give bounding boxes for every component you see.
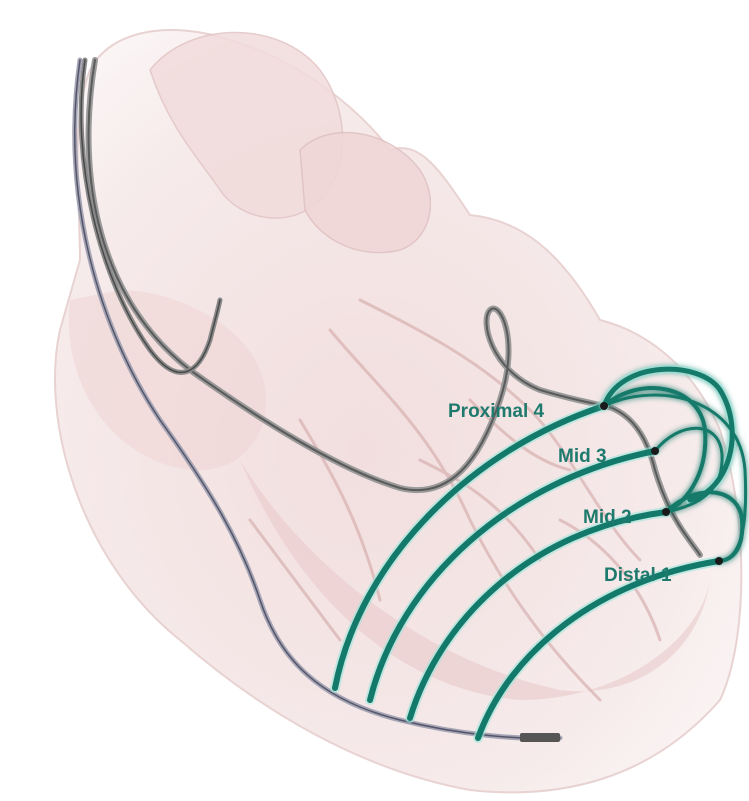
heart-illustration <box>55 30 741 792</box>
label-mid-2: Mid 2 <box>583 507 632 528</box>
rv-lead-tip <box>520 733 560 742</box>
electrode-distal-dot <box>715 557 723 565</box>
label-mid-3: Mid 3 <box>558 446 607 467</box>
electrode-proximal-dot <box>600 402 608 410</box>
electrode-mid3-dot <box>651 447 659 455</box>
label-distal-1: Distal 1 <box>604 565 672 586</box>
electrode-mid2-dot <box>662 508 670 516</box>
label-proximal-4: Proximal 4 <box>448 401 545 422</box>
